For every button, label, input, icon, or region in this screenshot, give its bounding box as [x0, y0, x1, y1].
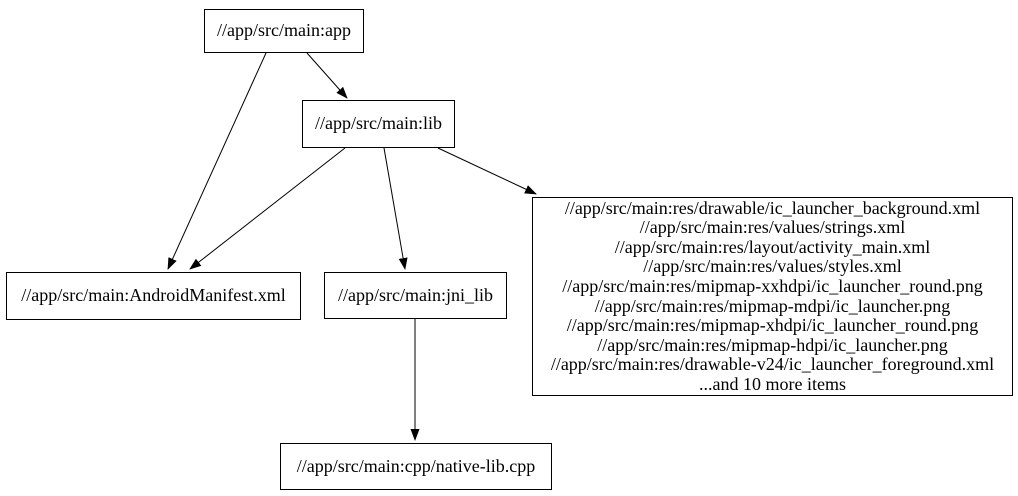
resource-item: //app/src/main:res/mipmap-xhdpi/ic_launc…	[566, 315, 979, 336]
resource-item: //app/src/main:res/layout/activity_main.…	[614, 236, 931, 257]
resource-item: //app/src/main:res/mipmap-mdpi/ic_launch…	[594, 295, 951, 316]
node-resources-group: //app/src/main:res/drawable/ic_launcher_…	[532, 197, 1013, 396]
resource-item: //app/src/main:res/drawable/ic_launcher_…	[564, 197, 981, 218]
node-android-manifest: //app/src/main:AndroidManifest.xml	[6, 272, 301, 320]
node-android-manifest-label: //app/src/main:AndroidManifest.xml	[21, 285, 286, 306]
node-lib-label: //app/src/main:lib	[315, 113, 442, 134]
edge-app-lib	[306, 52, 348, 99]
resource-item: //app/src/main:res/values/styles.xml	[643, 256, 902, 277]
node-native-lib-cpp-label: //app/src/main:cpp/native-lib.cpp	[296, 455, 536, 476]
node-jni-lib-label: //app/src/main:jni_lib	[338, 284, 493, 305]
node-app-label: //app/src/main:app	[217, 20, 351, 41]
edge-app-manifest	[167, 52, 267, 270]
node-jni-lib: //app/src/main:jni_lib	[324, 272, 507, 319]
resource-more-items: ...and 10 more items	[699, 373, 846, 394]
resource-item: //app/src/main:res/values/strings.xml	[639, 217, 906, 238]
resource-item: //app/src/main:res/mipmap-hdpi/ic_launch…	[597, 334, 948, 355]
edge-lib-resources	[437, 147, 537, 195]
node-lib: //app/src/main:lib	[302, 100, 455, 148]
edge-lib-jni-lib	[383, 147, 408, 270]
resource-item: //app/src/main:res/mipmap-xxhdpi/ic_laun…	[562, 275, 983, 296]
node-app: //app/src/main:app	[204, 9, 364, 53]
edge-lib-manifest	[189, 147, 346, 270]
resource-item: //app/src/main:res/drawable-v24/ic_launc…	[550, 354, 995, 375]
node-native-lib-cpp: //app/src/main:cpp/native-lib.cpp	[280, 443, 552, 490]
